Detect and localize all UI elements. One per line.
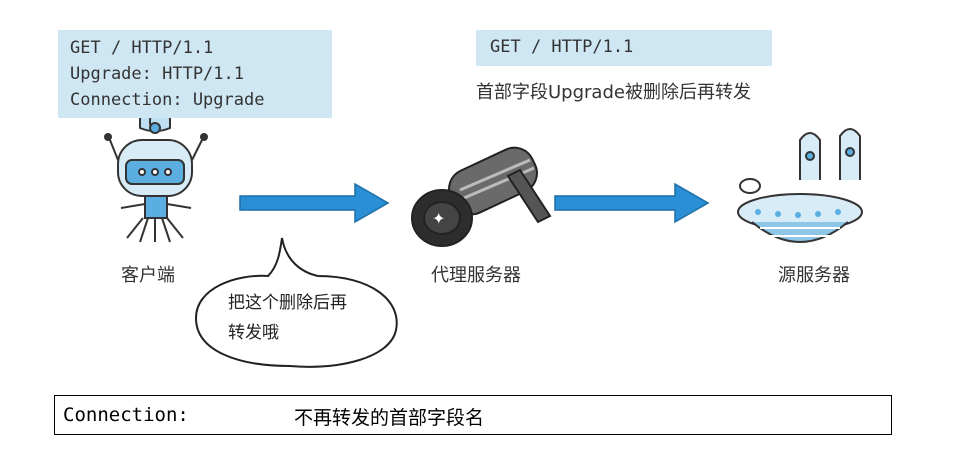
request-line-2: Upgrade: HTTP/1.1 [70, 64, 244, 84]
forwarded-request-line: GET / HTTP/1.1 [490, 37, 634, 57]
origin-label: 源服务器 [778, 265, 850, 286]
svg-text:✦: ✦ [432, 209, 445, 228]
caption-box: Connection: 不再转发的首部字段名 [54, 395, 892, 435]
speech-bubble-shape [194, 237, 398, 368]
caption-description: 不再转发的首部字段名 [294, 407, 485, 429]
speech-bubble-line-2: 转发哦 [228, 323, 279, 343]
proxy-label: 代理服务器 [431, 265, 521, 286]
forwarded-request-headers: GET / HTTP/1.1 [476, 30, 772, 66]
caption-field: Connection: [63, 404, 189, 426]
forwarded-note: 首部字段Upgrade被删除后再转发 [476, 82, 751, 103]
proxy-server-icon: ✦ [411, 146, 552, 247]
arrow-proxy-to-origin-icon [554, 182, 710, 224]
client-label: 客户端 [121, 265, 175, 286]
speech-bubble-line-1: 把这个删除后再 [228, 293, 347, 313]
arrow-client-to-proxy-icon [239, 182, 390, 224]
request-line-1: GET / HTTP/1.1 [70, 38, 214, 58]
request-line-3: Connection: Upgrade [70, 90, 265, 110]
speech-bubble-text: 把这个删除后再 转发哦 [228, 288, 347, 348]
client-request-headers: GET / HTTP/1.1 Upgrade: HTTP/1.1 Connect… [58, 30, 332, 118]
client-robot-icon [104, 109, 208, 243]
origin-server-icon [737, 128, 863, 243]
